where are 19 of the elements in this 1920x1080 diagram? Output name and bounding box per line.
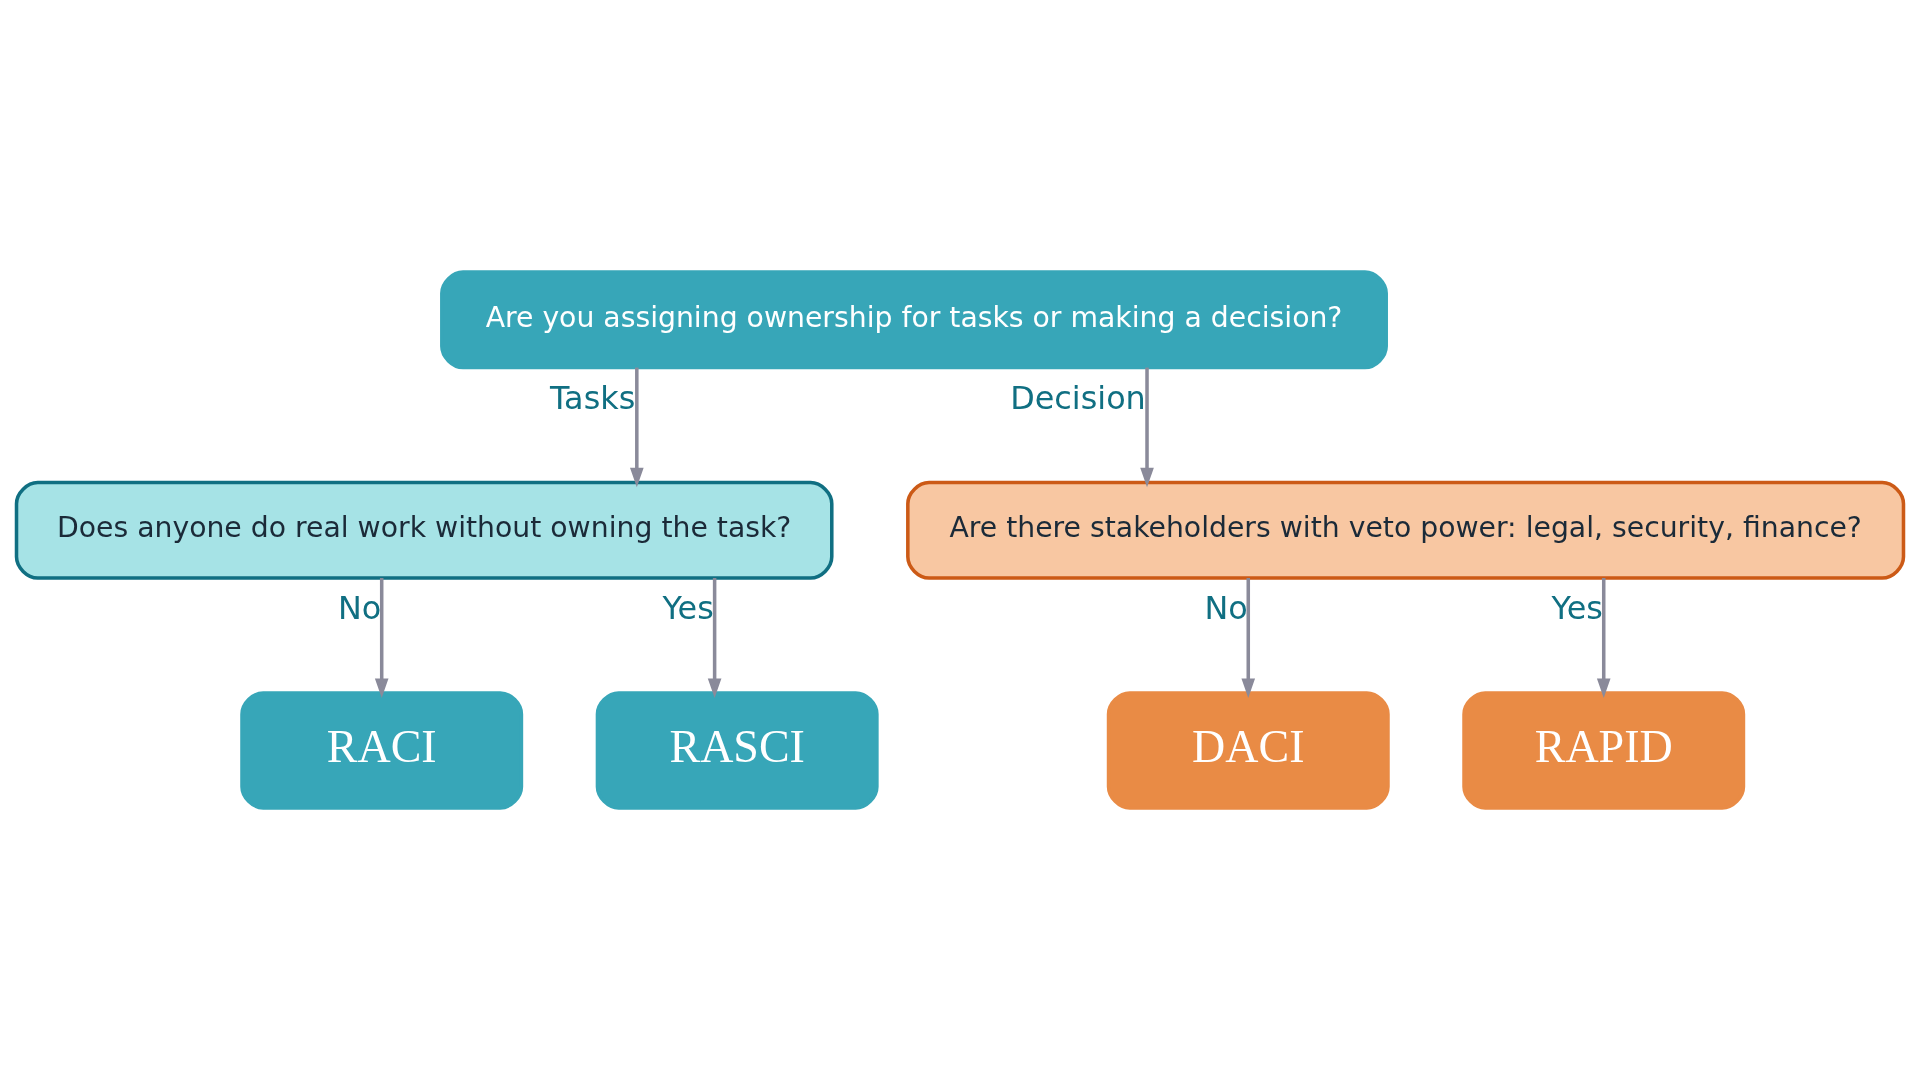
arrow — [707, 578, 722, 698]
node-box: Are you assigning ownership for tasks or making a decision? — [440, 270, 1388, 370]
edge-label: No — [337, 589, 382, 628]
node-box: Does anyone do real work without owning the task? — [14, 480, 834, 580]
edge-label: Tasks — [549, 378, 636, 417]
arrow — [374, 578, 389, 698]
edge-label: Yes — [662, 589, 714, 628]
node-box: RACI — [240, 691, 524, 810]
node-box: RASCI — [595, 691, 879, 810]
node-box: DACI — [1106, 691, 1390, 810]
node-box: Are there stakeholders with veto power: legal, security, finance? — [906, 480, 1906, 580]
edge-label: No — [1204, 589, 1248, 628]
edge-label: Yes — [1551, 589, 1603, 628]
arrow — [1140, 367, 1154, 488]
arrow — [1596, 578, 1611, 698]
arrow — [630, 367, 644, 488]
edge-label: Decision — [1010, 378, 1146, 417]
arrow — [1241, 578, 1256, 698]
node-box: RAPID — [1462, 691, 1746, 810]
